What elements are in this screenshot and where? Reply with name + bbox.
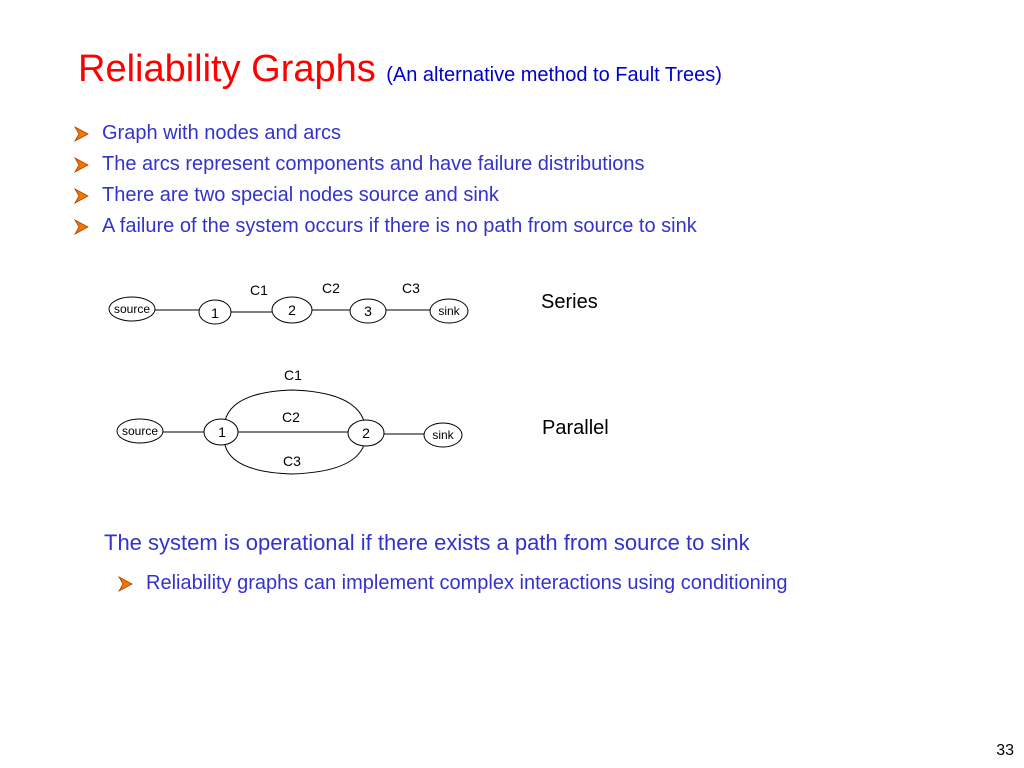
arrow-bullet-icon xyxy=(73,125,89,142)
bullet-item: The arcs represent components and have f… xyxy=(72,149,697,180)
series-node-1 xyxy=(198,299,232,325)
arrow-bullet-icon xyxy=(73,156,89,173)
parallel-diagram: source 1 2 sink C1 C2 C3 xyxy=(116,367,463,475)
parallel-arc-label-c3: C3 xyxy=(283,453,301,469)
bullet-list: Graph with nodes and arcs The arcs repre… xyxy=(72,118,697,242)
series-node-3 xyxy=(349,298,387,324)
series-arc-label-c2: C2 xyxy=(322,280,340,296)
bullet-item: A failure of the system occurs if there … xyxy=(72,211,697,242)
series-source-node xyxy=(108,296,156,322)
series-node-2 xyxy=(271,296,313,324)
bullet-item: There are two special nodes source and s… xyxy=(72,180,697,211)
series-node-1-label: 1 xyxy=(211,305,219,321)
arrow-bullet-icon xyxy=(73,187,89,204)
title-subtitle: (An alternative method to Fault Trees) xyxy=(386,64,722,86)
page-number: 33 xyxy=(996,742,1014,759)
parallel-arc-label-c1: C1 xyxy=(284,367,302,383)
parallel-source-label: source xyxy=(122,424,158,438)
series-diagram: source 1 2 3 sink C1 C2 C3 xyxy=(108,280,469,325)
series-node-2-label: 2 xyxy=(288,302,296,318)
bullet-text: There are two special nodes source and s… xyxy=(102,184,499,206)
parallel-sink-node xyxy=(423,422,463,448)
parallel-node-1-label: 1 xyxy=(218,424,226,440)
sub-bullet: Reliability graphs can implement complex… xyxy=(116,572,787,595)
series-arc-label-c1: C1 xyxy=(250,282,268,298)
bullet-text: A failure of the system occurs if there … xyxy=(102,215,697,237)
sub-bullet-text: Reliability graphs can implement complex… xyxy=(146,572,788,594)
series-label: Series xyxy=(541,291,598,313)
bullet-item: Graph with nodes and arcs xyxy=(72,118,697,149)
parallel-node-2 xyxy=(347,419,385,447)
slide-title: Reliability Graphs (An alternative metho… xyxy=(78,48,722,91)
bullet-text: Graph with nodes and arcs xyxy=(102,122,342,144)
series-arc-label-c3: C3 xyxy=(402,280,420,296)
bullet-text: The arcs represent components and have f… xyxy=(102,153,645,175)
parallel-edge-c1 xyxy=(224,389,365,422)
parallel-node-2-label: 2 xyxy=(362,425,370,441)
parallel-node-1 xyxy=(203,418,239,446)
series-sink-node xyxy=(429,298,469,324)
parallel-arc-label-c2: C2 xyxy=(282,409,300,425)
series-sink-label: sink xyxy=(438,304,460,318)
arrow-bullet-icon xyxy=(73,218,89,235)
operational-statement: The system is operational if there exist… xyxy=(104,530,750,555)
series-node-3-label: 3 xyxy=(364,303,372,319)
parallel-sink-label: sink xyxy=(432,428,454,442)
title-main: Reliability Graphs xyxy=(78,48,376,90)
parallel-source-node xyxy=(116,418,164,444)
series-source-label: source xyxy=(114,302,150,316)
arrow-bullet-icon xyxy=(117,575,133,592)
parallel-label: Parallel xyxy=(542,417,609,439)
parallel-edge-c3 xyxy=(224,444,365,475)
